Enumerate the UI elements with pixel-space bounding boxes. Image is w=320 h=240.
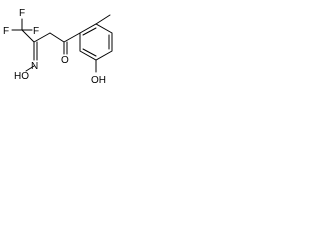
- atom-o-ketone: O: [61, 55, 69, 66]
- atom-f-right: F: [33, 26, 39, 37]
- bond-cf3-c: [21, 29, 35, 43]
- ring-double-1: [82, 27, 97, 36]
- atom-oh-phenol: OH: [91, 75, 106, 86]
- ring-double-3: [82, 48, 97, 57]
- bond-n-o: [25, 65, 35, 72]
- bond-c-ch2: [33, 32, 51, 43]
- bond-ch2-cketone: [49, 32, 65, 43]
- atom-ho-oxime: HO: [14, 71, 29, 82]
- bond-ring-methyl: [95, 14, 111, 25]
- chemical-structure: F F F HO N O OH: [0, 0, 125, 98]
- benzene-ring: [79, 23, 113, 61]
- bond-cketone-ring: [63, 32, 81, 43]
- structure-canvas: F F F HO N O OH: [3, 8, 113, 86]
- atom-f-left: F: [3, 26, 9, 37]
- atom-n-oxime: N: [31, 61, 38, 72]
- atom-f-top: F: [19, 8, 25, 19]
